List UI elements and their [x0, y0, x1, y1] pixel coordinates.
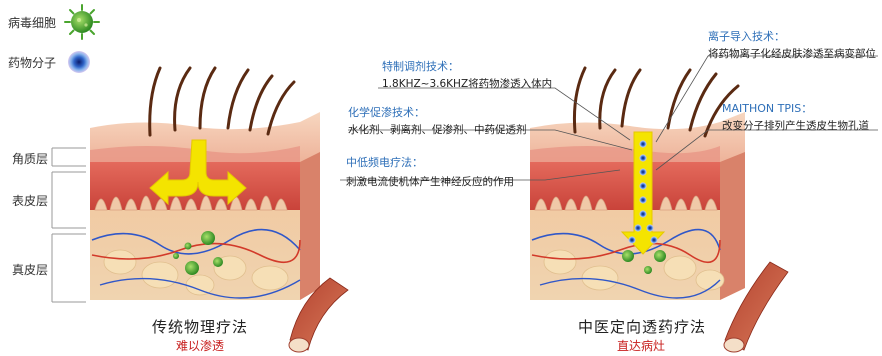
right-caption-subtitle: 直达病灶	[617, 337, 665, 354]
legend-drug-label: 药物分子	[8, 54, 56, 71]
technique-desc-2: 水化剂、剥离剂、促渗剂、中药促透剂	[348, 122, 527, 137]
legend-virus-label: 病毒细胞	[8, 14, 56, 31]
legend-virus-icon	[65, 5, 99, 39]
left-skin-block	[90, 68, 320, 300]
layer-label-stratum-corneum: 角质层	[12, 150, 48, 167]
right-caption-title: 中医定向透药疗法	[578, 316, 706, 337]
technique-title-3: 中低频电疗法：	[346, 154, 423, 170]
right-skin-block	[530, 68, 745, 300]
technique-desc-5: 改变分子排列产生透皮生物孔道	[722, 118, 869, 133]
left-side-face	[300, 150, 320, 300]
left-caption-subtitle: 难以渗透	[176, 337, 224, 354]
technique-title-1: 特制调剂技术：	[382, 58, 459, 74]
legend-drug-molecule-icon	[68, 51, 90, 73]
technique-title-2: 化学促渗技术：	[348, 104, 425, 120]
technique-title-4: 离子导入技术：	[708, 28, 785, 44]
left-caption-title: 传统物理疗法	[152, 316, 248, 337]
technique-desc-3: 刺激电流使机体产生神经反应的作用	[346, 174, 514, 189]
technique-title-5: MAITHON TPIS：	[722, 100, 812, 116]
technique-desc-1: 1.8KHZ~3.6KHZ将药物渗透入体内	[382, 76, 552, 91]
layer-label-dermis: 真皮层	[12, 261, 48, 278]
layer-label-epidermis: 表皮层	[12, 192, 48, 209]
layer-brackets	[52, 148, 86, 302]
technique-desc-4: 将药物离子化经皮肤渗透至病变部位	[708, 46, 876, 61]
